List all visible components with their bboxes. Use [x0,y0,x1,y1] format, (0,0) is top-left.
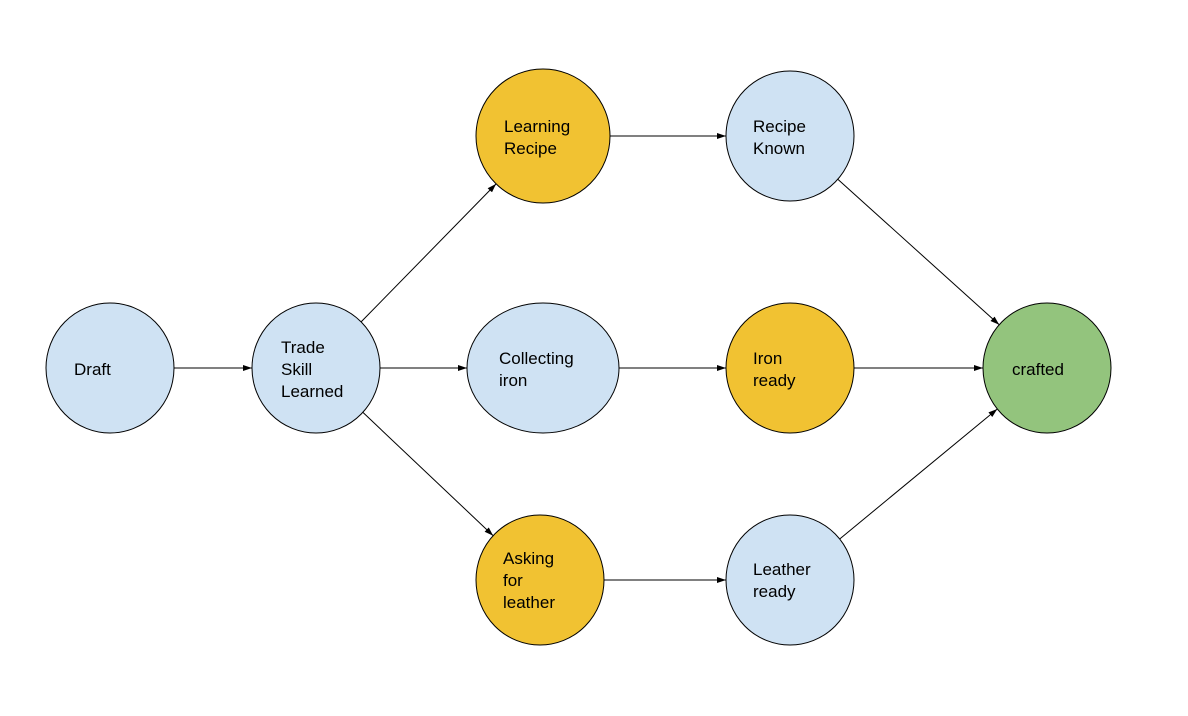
node-label-line: Learned [281,382,343,401]
node-circle [982,302,1112,434]
edge-recipe_known-to-crafted [837,178,1000,326]
node-label-line: Recipe [504,139,557,158]
node-asking_leather: Asking for leather [475,514,605,646]
node-circle [475,514,605,646]
node-circle [466,302,620,434]
node-label: Collecting iron [499,349,574,390]
node-circle [475,68,611,204]
node-collecting_iron: Collecting iron [466,302,620,434]
node-label-line: Recipe [753,117,806,136]
node-circle [725,514,855,646]
edge-trade_skill-to-learning_recipe [360,183,497,323]
node-label-line: Draft [74,360,111,379]
node-label-line: Iron [753,349,782,368]
node-label-line: Trade [281,338,325,357]
node-circle [725,302,855,434]
node-circle [251,302,381,434]
node-label-line: Asking [503,549,554,568]
node-label-line: crafted [1012,360,1064,379]
edge-trade_skill-to-asking_leather [362,411,494,537]
node-label-line: Leather [753,560,811,579]
node-label: Leather ready [753,560,811,601]
node-label-line: ready [753,371,796,390]
edge-leather_ready-to-crafted [839,408,998,540]
node-label-line: Learning [504,117,570,136]
edges [174,133,1000,583]
node-circle [725,70,855,202]
node-label-line: for [503,571,523,590]
node-label-line: Known [753,139,805,158]
node-label-line: ready [753,582,796,601]
node-label-line: Skill [281,360,312,379]
node-label-line: leather [503,593,555,612]
node-label-line: iron [499,371,527,390]
node-leather_ready: Leather ready [725,514,855,646]
node-crafted: crafted [982,302,1112,434]
node-circle [45,302,175,434]
node-label-line: Collecting [499,349,574,368]
node-label: Iron ready [753,349,796,390]
node-draft: Draft [45,302,175,434]
node-label: crafted [1012,360,1064,379]
node-label: Draft [74,360,111,379]
node-label: Asking for leather [503,549,555,612]
node-iron_ready: Iron ready [725,302,855,434]
